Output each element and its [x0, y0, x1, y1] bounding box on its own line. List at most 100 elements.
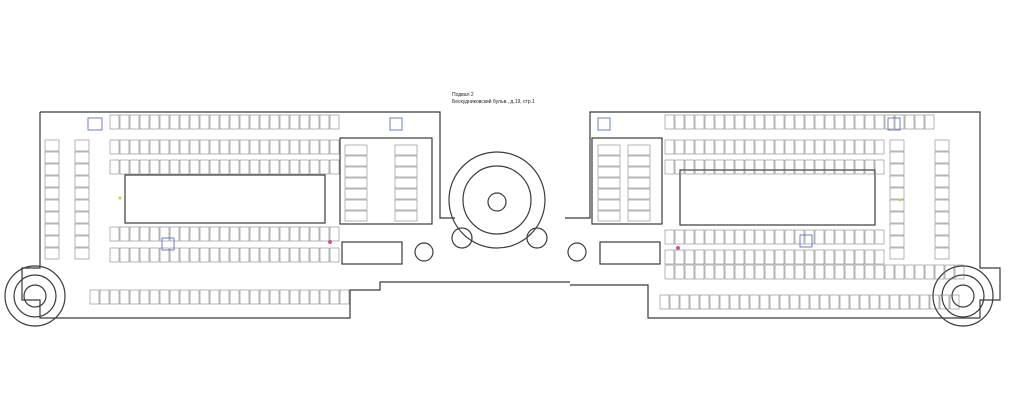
parking-stall: [74, 163, 90, 176]
parking-stall: [844, 114, 855, 130]
parking-stall: [169, 139, 180, 155]
parking-stall: [714, 249, 725, 265]
parking-stall: [44, 211, 60, 224]
parking-stall: [289, 226, 300, 242]
parking-stall: [259, 139, 270, 155]
parking-stall: [179, 226, 190, 242]
parking-stall: [239, 226, 250, 242]
parking-stall: [894, 114, 905, 130]
parking-stall: [744, 249, 755, 265]
parking-stall: [659, 294, 670, 310]
parking-stall: [854, 249, 865, 265]
column-circle-4: [567, 242, 587, 262]
parking-stall: [739, 294, 750, 310]
parking-stall: [219, 114, 230, 130]
parking-stall: [904, 264, 915, 280]
parking-stall: [844, 159, 855, 175]
parking-stall: [804, 114, 815, 130]
parking-stall: [289, 247, 300, 263]
parking-stall: [824, 249, 835, 265]
parking-stall: [239, 247, 250, 263]
parking-stall: [794, 139, 805, 155]
parking-stall: [754, 159, 765, 175]
parking-stall: [149, 139, 160, 155]
left-wing-wall-bottom: [21, 112, 445, 319]
parking-stall: [394, 155, 418, 167]
parking-stall: [229, 159, 240, 175]
parking-stall: [664, 264, 675, 280]
parking-stall: [119, 226, 130, 242]
parking-stall: [774, 249, 785, 265]
parking-stall: [839, 294, 850, 310]
parking-stall: [854, 264, 865, 280]
parking-stall: [44, 199, 60, 212]
parking-stall: [109, 139, 120, 155]
parking-stall: [904, 114, 915, 130]
parking-stall: [597, 177, 621, 189]
parking-stall: [169, 289, 180, 305]
parking-stall: [664, 139, 675, 155]
parking-stall: [704, 249, 715, 265]
parking-stall: [939, 294, 950, 310]
parking-stall: [299, 159, 310, 175]
parking-stall: [899, 294, 910, 310]
parking-stall: [139, 139, 150, 155]
parking-stall: [924, 264, 935, 280]
parking-stall: [804, 264, 815, 280]
parking-stall: [394, 166, 418, 178]
parking-stall: [944, 264, 955, 280]
parking-stall: [759, 294, 770, 310]
plan-title: Подвал 2 Бескудниковский бульв., д.19, с…: [452, 92, 535, 106]
left-core-room: [339, 137, 433, 225]
parking-stall: [319, 159, 330, 175]
parking-stall: [719, 294, 730, 310]
parking-stall: [754, 114, 765, 130]
parking-stall: [189, 139, 200, 155]
parking-stall: [169, 159, 180, 175]
parking-stall: [44, 235, 60, 248]
parking-stall: [704, 229, 715, 245]
parking-stall: [754, 229, 765, 245]
parking-stall: [169, 226, 180, 242]
parking-stall: [704, 264, 715, 280]
parking-stall: [627, 199, 651, 211]
parking-stall: [219, 159, 230, 175]
center-rotunda-inner: [462, 165, 532, 235]
parking-stall: [859, 294, 870, 310]
parking-stall: [394, 188, 418, 200]
parking-stall: [109, 289, 120, 305]
parking-stall: [884, 114, 895, 130]
parking-stall: [934, 187, 950, 200]
left-ramp-outer: [4, 265, 66, 327]
parking-stall: [854, 114, 865, 130]
parking-stall: [329, 226, 340, 242]
right-ramp-inner: [951, 284, 975, 308]
parking-stall: [814, 139, 825, 155]
parking-stall: [179, 139, 190, 155]
parking-stall: [309, 226, 320, 242]
parking-stall: [674, 229, 685, 245]
parking-stall: [139, 226, 150, 242]
parking-stall: [874, 249, 885, 265]
parking-stall: [239, 289, 250, 305]
plan-title-level: Подвал 2: [452, 92, 474, 98]
parking-stall: [699, 294, 710, 310]
parking-stall: [934, 223, 950, 236]
parking-stall: [934, 175, 950, 188]
parking-stall: [784, 264, 795, 280]
parking-stalls: [44, 114, 965, 310]
left-courtyard: [124, 174, 326, 224]
parking-stall: [209, 289, 220, 305]
parking-stall: [684, 264, 695, 280]
parking-stall: [844, 264, 855, 280]
parking-stall: [229, 247, 240, 263]
parking-stall: [259, 247, 270, 263]
parking-stall: [259, 289, 270, 305]
parking-stall: [889, 139, 905, 152]
parking-stall: [219, 139, 230, 155]
parking-stall: [74, 235, 90, 248]
parking-stall: [754, 264, 765, 280]
parking-stall: [269, 289, 280, 305]
parking-stall: [684, 114, 695, 130]
parking-stall: [309, 139, 320, 155]
